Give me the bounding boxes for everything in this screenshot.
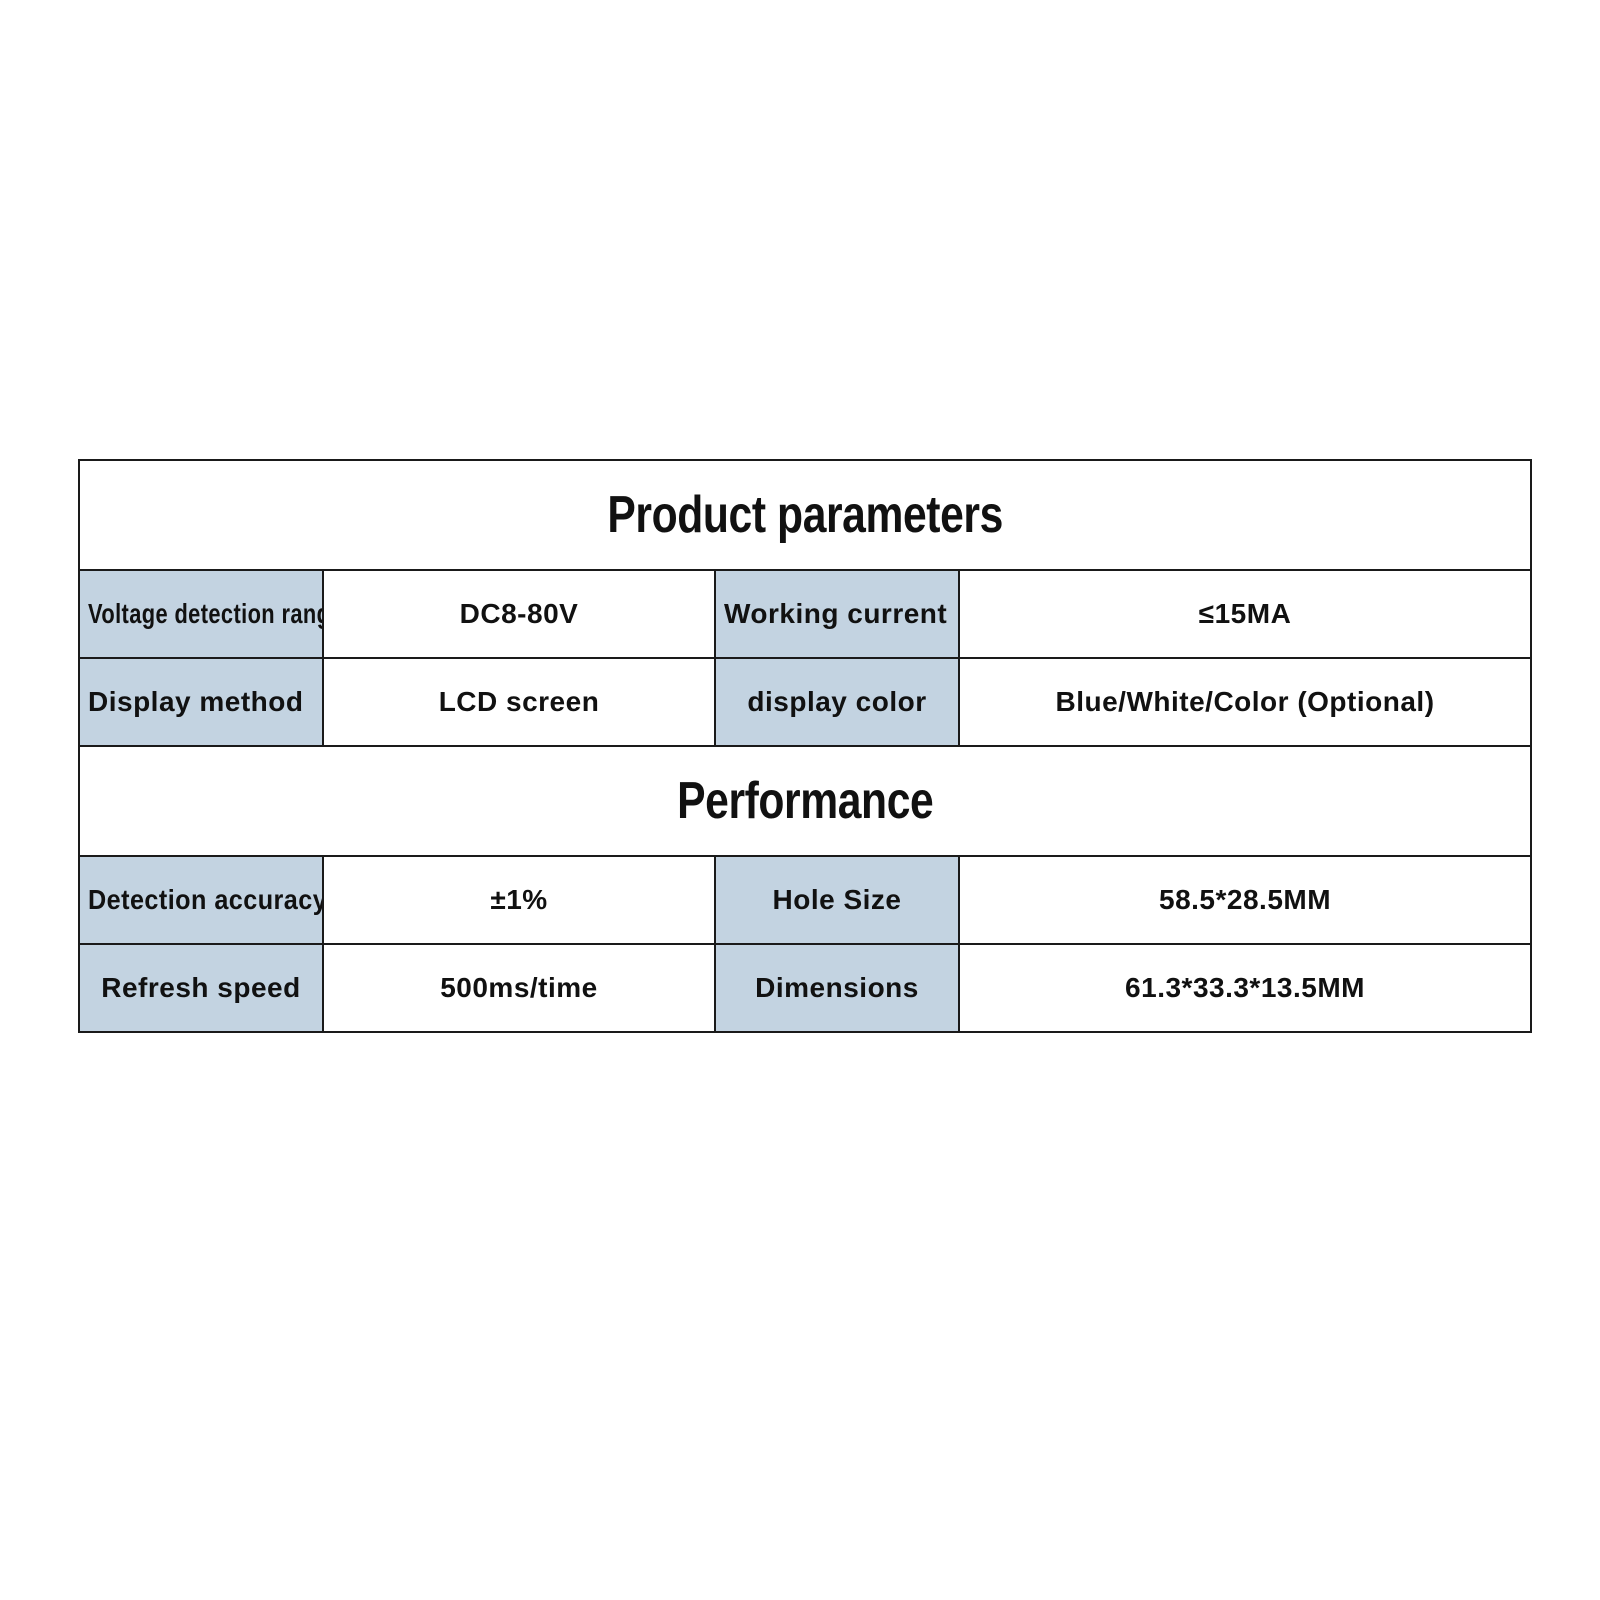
value-refresh-speed: 500ms/time bbox=[322, 943, 716, 1033]
section-heading-product-parameters: Product parameters bbox=[77, 459, 1533, 571]
section-header-row: Performance bbox=[77, 745, 1533, 857]
table-row: Detection accuracy ±1% Hole Size 58.5*28… bbox=[78, 855, 1533, 945]
section-heading-performance: Performance bbox=[77, 745, 1533, 857]
label-voltage-detection-range: Voltage detection range bbox=[78, 569, 324, 659]
label-working-current: Working current bbox=[714, 569, 960, 659]
value-dimensions: 61.3*33.3*13.5MM bbox=[957, 943, 1533, 1033]
product-spec-table: Product parameters Voltage detection ran… bbox=[77, 459, 1533, 1033]
label-display-method: Display method bbox=[78, 657, 324, 747]
label-detection-accuracy: Detection accuracy bbox=[78, 855, 324, 945]
value-hole-size: 58.5*28.5MM bbox=[957, 855, 1533, 945]
section-header-row: Product parameters bbox=[77, 459, 1533, 571]
label-refresh-speed: Refresh speed bbox=[78, 943, 324, 1033]
label-hole-size: Hole Size bbox=[714, 855, 960, 945]
label-display-color: display color bbox=[714, 657, 960, 747]
value-voltage-detection-range: DC8-80V bbox=[322, 569, 716, 659]
table-row: Display method LCD screen display color … bbox=[78, 657, 1533, 747]
value-working-current: ≤15MA bbox=[957, 569, 1533, 659]
table-row: Refresh speed 500ms/time Dimensions 61.3… bbox=[78, 943, 1533, 1033]
value-display-method: LCD screen bbox=[322, 657, 716, 747]
table-row: Voltage detection range DC8-80V Working … bbox=[78, 569, 1533, 659]
label-dimensions: Dimensions bbox=[714, 943, 960, 1033]
value-detection-accuracy: ±1% bbox=[322, 855, 716, 945]
value-display-color: Blue/White/Color (Optional) bbox=[957, 657, 1533, 747]
